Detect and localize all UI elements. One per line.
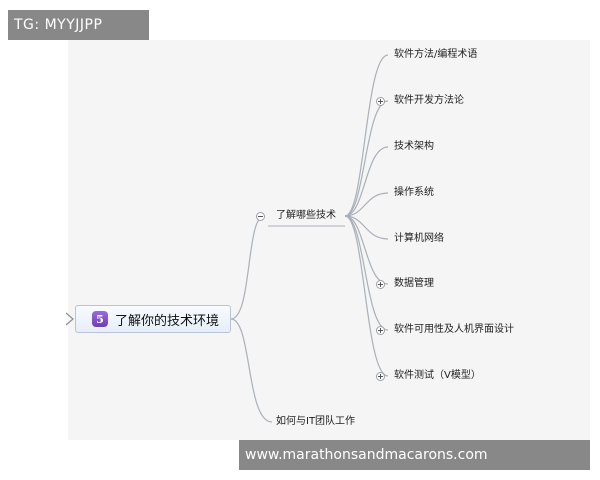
- connector-root-branch2: [230, 318, 273, 423]
- child-topic-2[interactable]: 软件开发方法论: [394, 95, 464, 106]
- connector-child-1: [344, 54, 389, 217]
- root-topic[interactable]: 5 了解你的技术环境: [75, 305, 231, 333]
- watermark-bottom: www.marathonsandmacarons.com: [239, 440, 590, 470]
- child-topic-8[interactable]: 软件测试（V模型）: [394, 370, 481, 381]
- child-topic-7[interactable]: 软件可用性及人机界面设计: [394, 324, 514, 335]
- child-topic-3[interactable]: 技术架构: [394, 141, 434, 152]
- branch-topic-work-with-it[interactable]: 如何与IT团队工作: [276, 416, 356, 427]
- expand-toggle-icon[interactable]: [376, 280, 385, 289]
- expand-toggle-icon[interactable]: [376, 326, 385, 335]
- collapse-toggle-icon[interactable]: [256, 212, 265, 221]
- root-left-handle-icon: [65, 312, 74, 326]
- connector-child-4: [344, 192, 389, 217]
- connector-child-7: [344, 215, 389, 331]
- child-topic-6[interactable]: 数据管理: [394, 278, 434, 289]
- child-topic-1[interactable]: 软件方法/编程术语: [394, 49, 478, 60]
- connector-child-3: [344, 146, 389, 217]
- connector-child-2: [344, 100, 389, 217]
- connector-root-branch1: [230, 215, 265, 320]
- connector-child-6: [344, 215, 389, 285]
- branch-topic-technologies[interactable]: 了解哪些技术: [276, 210, 336, 221]
- child-topic-5[interactable]: 计算机网络: [394, 233, 444, 244]
- child-topic-4[interactable]: 操作系统: [394, 187, 434, 198]
- expand-toggle-icon[interactable]: [376, 97, 385, 106]
- root-topic-label: 了解你的技术环境: [115, 313, 220, 329]
- purple-badge-icon: 5: [92, 311, 108, 327]
- watermark-top: TG: MYYJJPP: [8, 10, 149, 40]
- connector-child-5: [344, 215, 389, 240]
- connector-child-8: [344, 215, 389, 377]
- expand-toggle-icon[interactable]: [376, 372, 385, 381]
- mindmap-canvas: [68, 40, 590, 440]
